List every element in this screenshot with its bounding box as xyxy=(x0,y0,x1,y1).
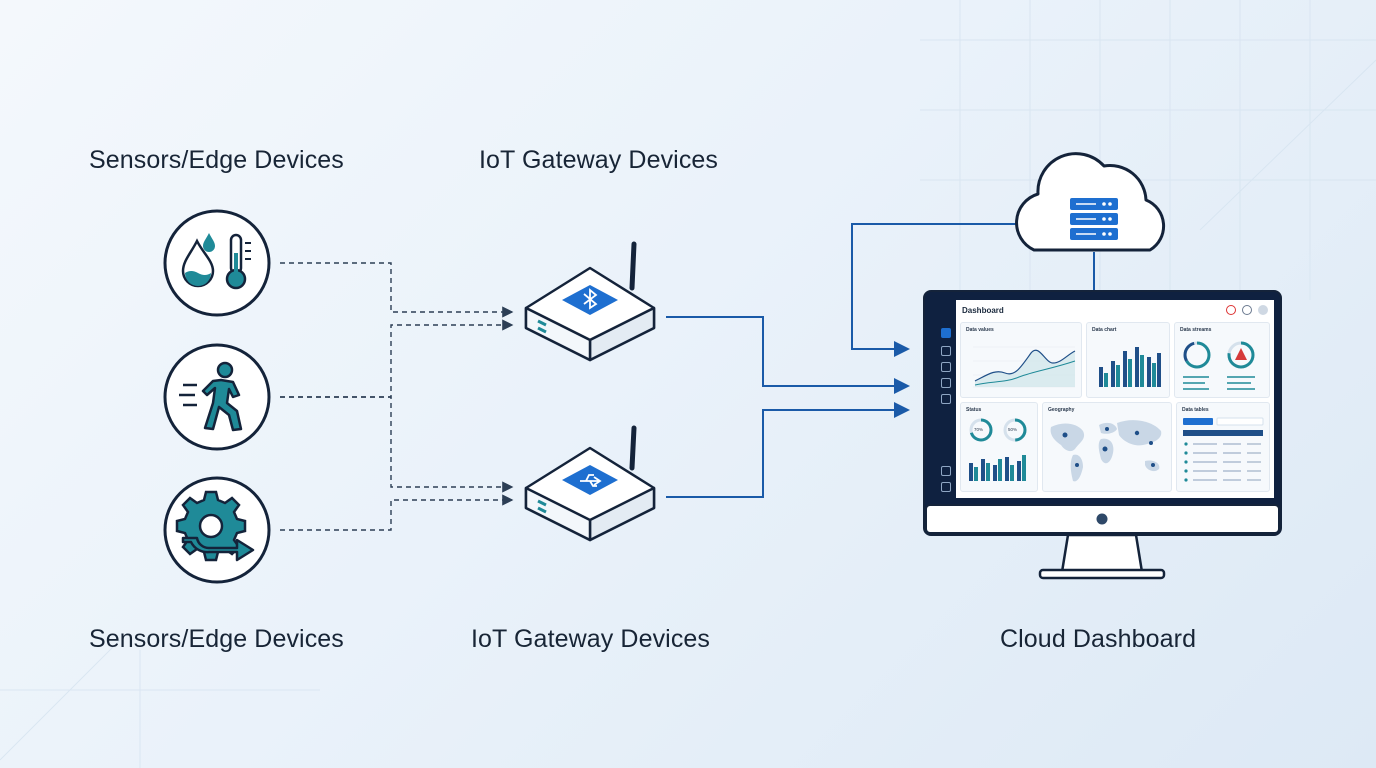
monitor-base xyxy=(1038,568,1166,580)
data-table xyxy=(1183,417,1264,482)
cloud-dashboard-heading: Cloud Dashboard xyxy=(1000,625,1197,653)
notifications-nav-icon[interactable] xyxy=(941,466,951,476)
bluetooth-icon xyxy=(583,288,598,310)
sensor-gateway-connectors xyxy=(280,262,514,531)
warning-icon xyxy=(1235,348,1247,360)
analytics-nav-icon[interactable] xyxy=(941,328,951,338)
server-icon xyxy=(1070,198,1118,240)
logout-nav-icon[interactable] xyxy=(941,482,951,492)
sensors-heading-top: Sensors/Edge Devices xyxy=(89,146,344,174)
walking-person-icon xyxy=(179,361,243,432)
monitor-stand xyxy=(1060,533,1144,574)
dashboard-title: Dashboard xyxy=(962,306,1004,315)
arrow-right-icon xyxy=(181,536,255,562)
dashboard-screen: Dashboard Data values Data chart xyxy=(934,300,1274,498)
data-chart-card: Data chart xyxy=(1086,322,1170,398)
line-chart xyxy=(973,346,1076,388)
motion-sensor xyxy=(163,343,271,451)
gateway-dashboard-connectors xyxy=(666,223,1095,498)
card-title: Data chart xyxy=(1092,327,1117,333)
documents-nav-icon[interactable] xyxy=(941,378,951,388)
water-temperature-sensor xyxy=(163,209,271,317)
reports-nav-icon[interactable] xyxy=(941,362,951,372)
dashboard-sidebar xyxy=(934,300,956,498)
gateways-heading-bottom: IoT Gateway Devices xyxy=(471,625,711,653)
alert-icon[interactable] xyxy=(1226,305,1236,315)
thermometer-icon xyxy=(225,233,251,290)
status-gauges xyxy=(969,418,1027,481)
chart-nav-icon[interactable] xyxy=(941,346,951,356)
card-title: Data streams xyxy=(1180,327,1212,333)
status-value-1: 70% xyxy=(974,427,984,432)
card-title: Data values xyxy=(966,327,994,333)
bar-chart xyxy=(1099,347,1161,387)
dashboard-toolbar xyxy=(1226,305,1268,315)
gateway-device-bluetooth xyxy=(524,241,656,362)
world-map xyxy=(1050,420,1162,482)
antenna xyxy=(629,241,637,291)
data-streams-card: Data streams xyxy=(1174,322,1270,398)
antenna xyxy=(629,425,637,471)
usb-icon xyxy=(580,474,602,487)
avatar[interactable] xyxy=(1258,305,1268,315)
gateway-device-usb xyxy=(524,425,656,542)
card-title: Geography xyxy=(1048,407,1075,413)
geography-card: Geography xyxy=(1042,402,1172,492)
status-value-2: 50% xyxy=(1008,427,1018,432)
sensors-heading-bottom: Sensors/Edge Devices xyxy=(89,625,344,653)
data-values-card: Data values xyxy=(960,322,1082,398)
cloud-server xyxy=(1015,152,1166,252)
card-title: Data tables xyxy=(1182,407,1209,413)
power-indicator xyxy=(1096,513,1108,525)
water-drop-icon xyxy=(181,233,215,288)
data-tables-card: Data tables xyxy=(1176,402,1270,492)
process-sensor xyxy=(163,476,271,584)
gateways-heading-top: IoT Gateway Devices xyxy=(479,146,719,174)
card-title: Status xyxy=(966,407,982,413)
stream-widgets xyxy=(1183,341,1255,390)
settings-nav-icon[interactable] xyxy=(941,394,951,404)
status-card: Status 70% 50% xyxy=(960,402,1038,492)
bell-icon[interactable] xyxy=(1242,305,1252,315)
usb-badge xyxy=(562,465,618,495)
